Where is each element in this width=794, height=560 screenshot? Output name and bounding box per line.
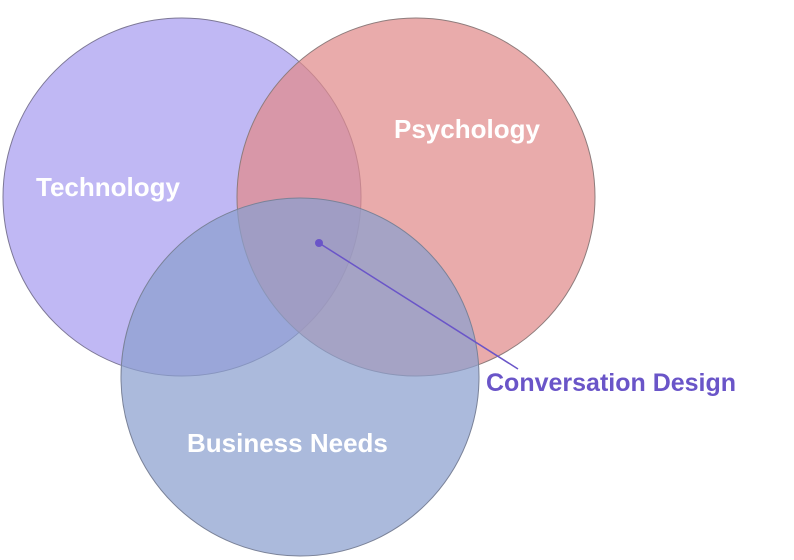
intersection-point-marker — [315, 239, 323, 247]
psychology-label: Psychology — [394, 114, 540, 144]
technology-label: Technology — [36, 172, 181, 202]
business-needs-circle — [120, 197, 480, 557]
business-needs-label: Business Needs — [187, 428, 388, 458]
conversation-design-label: Conversation Design — [486, 369, 736, 397]
callout-leader-line — [318, 242, 519, 370]
